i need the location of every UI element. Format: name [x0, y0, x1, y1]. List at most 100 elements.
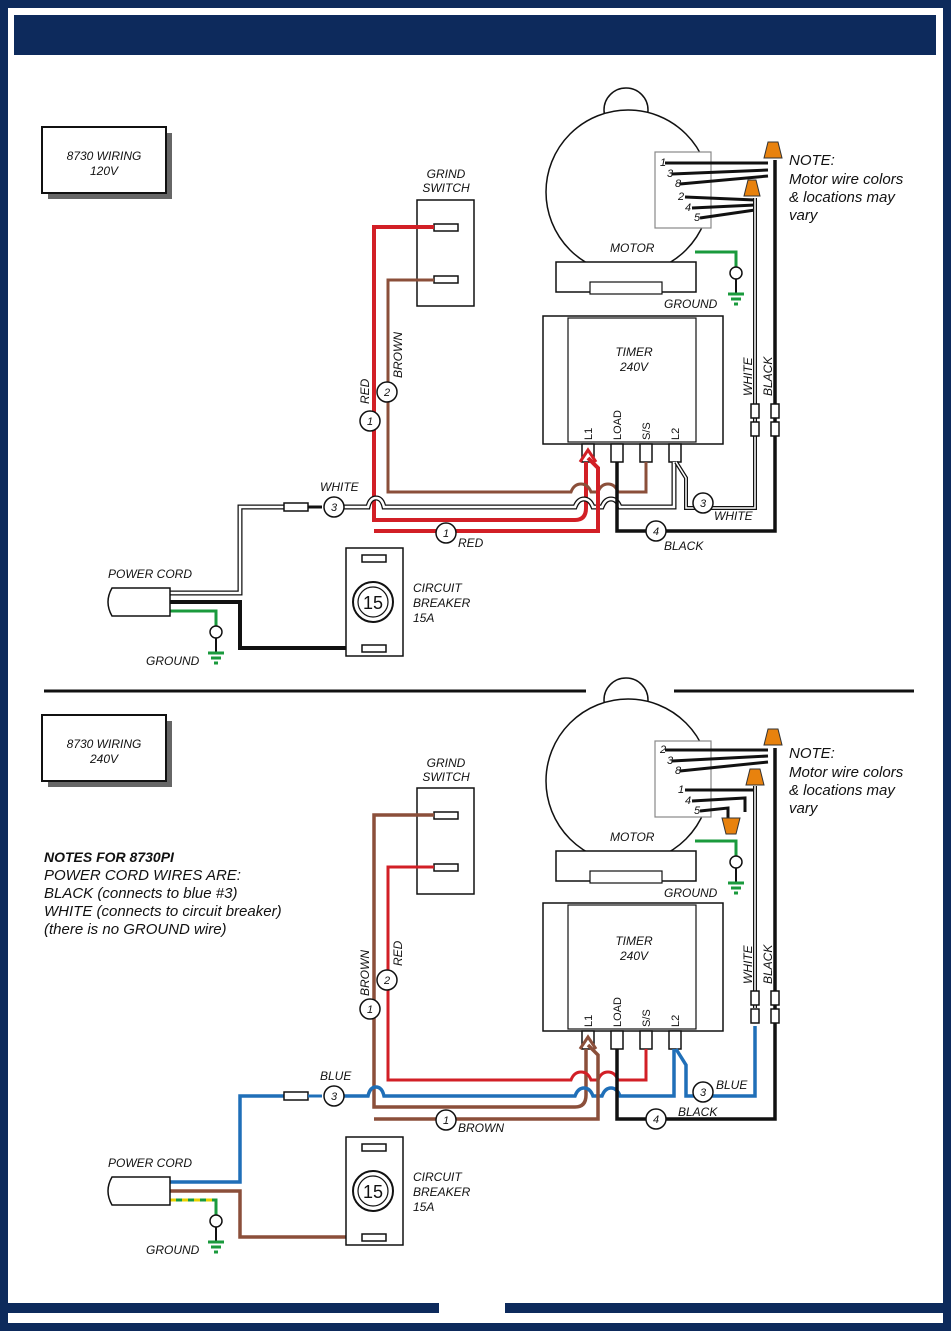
ground-cord-label: GROUND: [146, 1243, 200, 1257]
motor-term-8: 8: [675, 765, 682, 777]
note-line-1: Motor wire colors: [789, 171, 904, 188]
number-circle: [376, 969, 398, 991]
motor-label: MOTOR: [610, 241, 655, 255]
timer-term-ss: S/S: [641, 1009, 653, 1027]
timer-label-1: TIMER: [615, 934, 653, 948]
motor-term-2: 2: [677, 191, 684, 203]
frame-bottom-edge: [4, 1323, 947, 1327]
grind-switch-label-2: SWITCH: [422, 770, 470, 784]
num-1b: 1: [443, 528, 449, 540]
num-2: 2: [383, 387, 390, 399]
header-bar: [14, 15, 936, 55]
power-cord-label: POWER CORD: [108, 1156, 192, 1170]
breaker-label-2: BREAKER: [413, 596, 471, 610]
num-1: 1: [367, 416, 373, 428]
note-line-3: vary: [789, 207, 819, 224]
number-circle: [323, 496, 345, 518]
title-box: [41, 126, 167, 194]
notes-line-2: BLACK (connects to blue #3): [44, 885, 237, 902]
wire-white-vert-label: WHITE: [741, 944, 755, 984]
motor-term-8: 8: [675, 178, 682, 190]
grind-switch-label-1: GRIND: [427, 167, 466, 181]
grind-switch-label-2: SWITCH: [422, 181, 470, 195]
note-line-1: Motor wire colors: [789, 764, 904, 781]
number-circle: [435, 522, 457, 544]
motor: [545, 87, 712, 295]
wire-nut: [743, 179, 761, 197]
title-line-1: 8730 WIRING: [67, 149, 142, 163]
number-circle: [692, 1081, 714, 1103]
inline-connector: [283, 1091, 309, 1101]
frame-bottom-fill: [8, 1313, 943, 1325]
number-circle: [435, 1109, 457, 1131]
number-circle: [645, 1108, 667, 1130]
num-1: 1: [367, 1004, 373, 1016]
wire-black-bottom-label: BLACK: [664, 539, 704, 553]
timer-term-load: LOAD: [612, 410, 624, 440]
title-line-2: 240V: [89, 752, 119, 766]
motor: [545, 677, 712, 884]
footer-bar-right: [505, 1303, 943, 1313]
number-circle: [359, 410, 381, 432]
inline-connector: [283, 502, 309, 512]
ground-motor-label: GROUND: [664, 886, 718, 900]
motor-term-1: 1: [678, 784, 684, 796]
timer-label-2: 240V: [619, 360, 649, 374]
motor-term-3: 3: [667, 755, 674, 767]
wire-white-vert-label: WHITE: [741, 356, 755, 396]
timer-term-l2: L2: [670, 1015, 682, 1027]
diagram-240v: 8730 WIRING 240V NOTES FOR 8730PI POWER …: [41, 677, 904, 1257]
notes-line-3: WHITE (connects to circuit breaker): [44, 903, 282, 920]
power-cord-label: POWER CORD: [108, 567, 192, 581]
ground-icon: [208, 1240, 224, 1254]
timer-label-2: 240V: [619, 949, 649, 963]
note-title: NOTE:: [789, 745, 835, 762]
wire-red-label: RED: [391, 940, 405, 966]
motor-term-1: 1: [660, 157, 666, 169]
ground-icon: [208, 651, 224, 665]
breaker-amp: 15: [363, 1182, 383, 1202]
note-line-2: & locations may: [789, 189, 896, 206]
notes-line-1: POWER CORD WIRES ARE:: [44, 867, 241, 884]
number-circle: [376, 381, 398, 403]
title-box: [41, 714, 167, 782]
wire-nut: [721, 817, 741, 835]
motor-terminal-box: [654, 740, 712, 818]
timer-term-l1: L1: [583, 1015, 595, 1027]
footer-bar-left: [8, 1303, 439, 1313]
breaker-label-1: CIRCUIT: [413, 581, 463, 595]
timer-label-1: TIMER: [615, 345, 653, 359]
number-circle: [692, 492, 714, 514]
num-2: 2: [383, 975, 390, 987]
number-circle: [645, 520, 667, 542]
wire-white-label: WHITE: [320, 480, 360, 494]
num-4: 4: [653, 1114, 659, 1126]
note-line-3: vary: [789, 800, 819, 817]
wire-black-vert-label: BLACK: [761, 944, 775, 984]
breaker-label-1: CIRCUIT: [413, 1170, 463, 1184]
num-4: 4: [653, 526, 659, 538]
motor-term-4: 4: [685, 202, 691, 214]
power-cord: [107, 587, 171, 617]
title-line-1: 8730 WIRING: [67, 737, 142, 751]
wire-red-label: RED: [358, 378, 372, 404]
notes-line-4: (there is no GROUND wire): [44, 921, 227, 938]
grind-switch: [416, 787, 475, 895]
num-3: 3: [331, 1091, 338, 1103]
wire-black-vert-label: BLACK: [761, 356, 775, 396]
motor-term-2: 2: [659, 744, 666, 756]
grind-switch: [416, 199, 475, 307]
breaker-label-3: 15A: [413, 611, 434, 625]
motor-label: MOTOR: [610, 830, 655, 844]
timer-term-l2: L2: [670, 428, 682, 440]
notes-title: NOTES FOR 8730PI: [44, 849, 175, 865]
num-3b: 3: [700, 1087, 707, 1099]
motor-terminal-box: [654, 151, 712, 229]
wire-blue-label: BLUE: [320, 1069, 352, 1083]
title-line-2: 120V: [90, 164, 119, 178]
motor-term-4: 4: [685, 795, 691, 807]
timer-term-l1: L1: [583, 428, 595, 440]
wire-red-bottom-label: RED: [458, 536, 484, 550]
wire-black-bottom-label: BLACK: [678, 1105, 718, 1119]
